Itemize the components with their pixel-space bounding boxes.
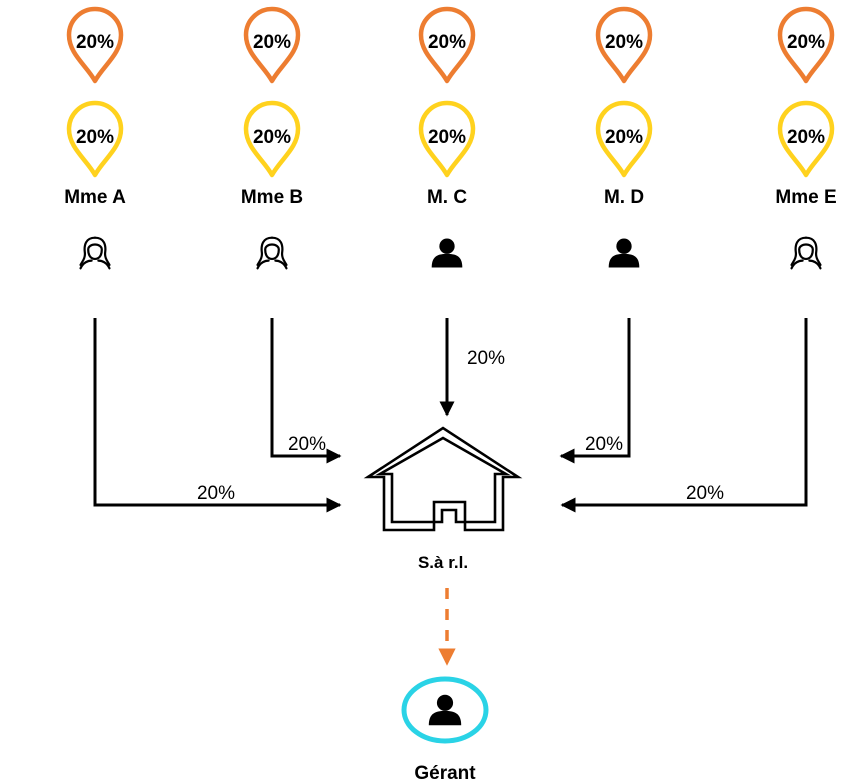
pin-top-value: 20% bbox=[76, 32, 114, 53]
shareholders: 20% 20% Mme A 20% 20% Mme B 20% 20% M. C 20% 20% M.… bbox=[64, 9, 837, 270]
pin-top-value: 20% bbox=[253, 32, 291, 53]
pin-bottom-value: 20% bbox=[253, 127, 291, 148]
woman-icon bbox=[256, 236, 288, 270]
woman-icon bbox=[790, 236, 822, 270]
pin-bottom-value: 20% bbox=[428, 127, 466, 148]
pin-bottom-value: 20% bbox=[76, 127, 114, 148]
arrow-line bbox=[270, 318, 342, 464]
ownership-arrow-1: 20% bbox=[93, 318, 342, 513]
shareholder-name: Mme A bbox=[64, 187, 126, 208]
shareholder-1: 20% 20% Mme A bbox=[64, 9, 126, 270]
ownership-arrow-3: 20% bbox=[439, 318, 505, 417]
pin-bottom-value: 20% bbox=[787, 127, 825, 148]
ownership-arrow-2: 20% bbox=[270, 318, 342, 464]
woman-icon bbox=[79, 236, 111, 270]
manager-label: Gérant bbox=[414, 763, 476, 784]
house-icon bbox=[363, 426, 523, 532]
pin-top-value: 20% bbox=[787, 32, 825, 53]
shareholder-name: M. C bbox=[427, 187, 467, 208]
ownership-arrows: 20% 20% 20% 20% 20% bbox=[93, 318, 808, 513]
man-icon bbox=[608, 238, 640, 268]
pin-bottom-value: 20% bbox=[605, 127, 643, 148]
shareholder-name: M. D bbox=[604, 187, 644, 208]
pin-top-value: 20% bbox=[428, 32, 466, 53]
shareholder-2: 20% 20% Mme B bbox=[241, 9, 303, 270]
ownership-percentage: 20% bbox=[686, 483, 724, 504]
arrow-line bbox=[559, 318, 631, 464]
shareholder-name: Mme E bbox=[775, 187, 836, 208]
shareholder-3: 20% 20% M. C bbox=[421, 9, 473, 268]
shareholder-5: 20% 20% Mme E bbox=[775, 9, 837, 270]
shareholder-4: 20% 20% M. D bbox=[598, 9, 650, 268]
company-label: S.à r.l. bbox=[418, 553, 468, 572]
manager-node: Gérant bbox=[401, 676, 489, 784]
ownership-arrow-5: 20% bbox=[560, 318, 808, 513]
shareholder-name: Mme B bbox=[241, 187, 303, 208]
company-node: S.à r.l. bbox=[363, 426, 523, 572]
ownership-percentage: 20% bbox=[467, 348, 505, 369]
arrow-line bbox=[560, 318, 808, 513]
ownership-percentage: 20% bbox=[585, 434, 623, 455]
ownership-arrow-4: 20% bbox=[559, 318, 631, 464]
ownership-percentage: 20% bbox=[197, 483, 235, 504]
pin-top-value: 20% bbox=[605, 32, 643, 53]
ownership-percentage: 20% bbox=[288, 434, 326, 455]
man-icon bbox=[431, 238, 463, 268]
arrow-line bbox=[93, 318, 342, 513]
